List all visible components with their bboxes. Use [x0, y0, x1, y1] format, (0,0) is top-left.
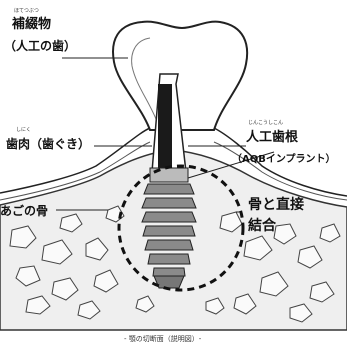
root-label: 人工歯根 [246, 131, 298, 144]
prosthesis-sublabel: （人工の歯） [4, 40, 76, 52]
prosthesis-ruby: ほてつぶつ [14, 9, 39, 14]
root-sublabel: （AQBインプラント） [232, 155, 336, 165]
implant-threads [142, 184, 196, 276]
bonding-label: 骨と直接 [248, 198, 304, 212]
implant-abutment-core [158, 84, 172, 172]
jaw-bone-label: あごの骨 [0, 205, 48, 217]
gum-ruby: しにく [16, 128, 31, 133]
prosthesis-label: 補綴物 [12, 18, 51, 31]
gum-label: 歯肉（歯ぐき） [6, 138, 90, 150]
root-ruby: じんこうしこん [248, 121, 283, 126]
bonding-sublabel: 結合 [248, 219, 276, 233]
figure-caption: - 顎の切断面（説明図）- [124, 336, 201, 343]
